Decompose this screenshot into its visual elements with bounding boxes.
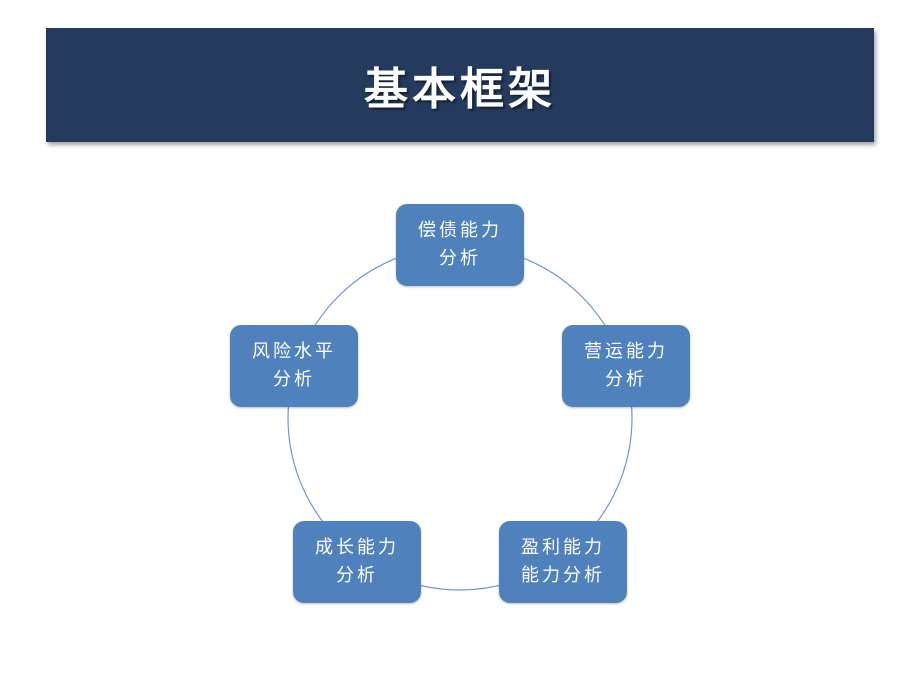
node-growth-analysis: 成长能力 分析 [293,521,421,603]
node-solvency-line1: 偿债能力 [418,220,502,241]
node-operating-line1: 营运能力 [584,341,668,362]
node-operating-line2: 分析 [605,369,647,390]
node-risk-analysis: 风险水平 分析 [230,325,358,407]
title-banner: 基本框架 [46,28,874,142]
node-growth-line1: 成长能力 [315,537,399,558]
page-title: 基本框架 [364,64,556,115]
node-profitability-analysis: 盈利能力 能力分析 [499,521,627,603]
node-risk-line2: 分析 [273,369,315,390]
node-solvency-analysis: 偿债能力 分析 [396,204,524,286]
node-profitability-line1: 盈利能力 [521,537,605,558]
node-profitability-line2: 能力分析 [521,565,605,586]
node-risk-line1: 风险水平 [252,341,336,362]
node-solvency-line2: 分析 [439,248,481,269]
node-operating-analysis: 营运能力 分析 [562,325,690,407]
node-growth-line2: 分析 [336,565,378,586]
